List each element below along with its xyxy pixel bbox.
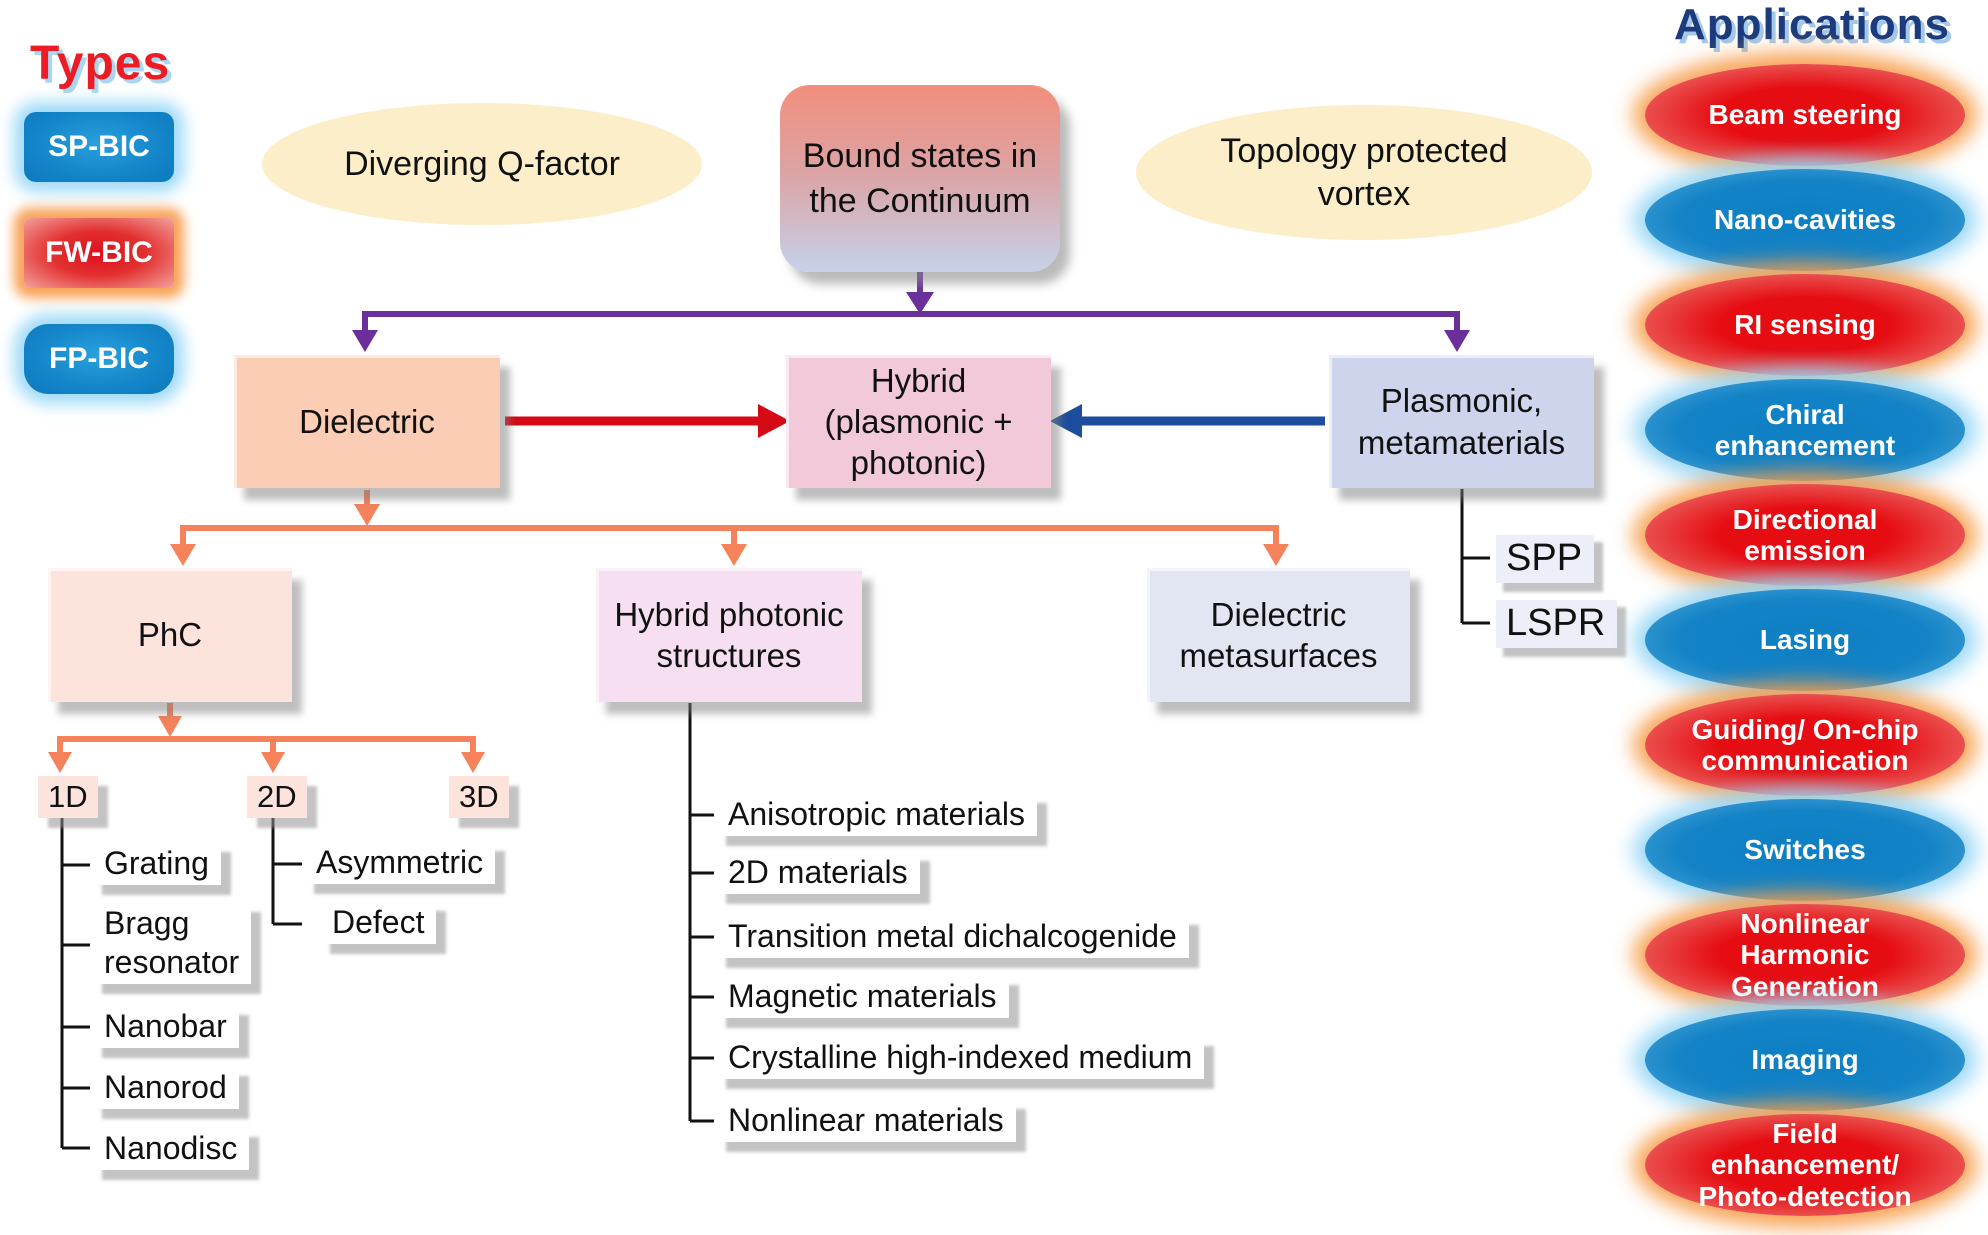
- app-guiding-on-chip: Guiding/ On-chip communication: [1645, 694, 1965, 796]
- tree-hps-lines: [688, 703, 714, 1123]
- item-spp: SPP: [1494, 533, 1595, 584]
- applications-title: Applications: [1673, 0, 1951, 49]
- red-arrow: [505, 404, 790, 438]
- dielectric-metasurfaces-box: Dielectric metasurfaces: [1147, 568, 1410, 702]
- app-nano-cavities: Nano-cavities: [1645, 169, 1965, 271]
- tree-1d-lines: [60, 818, 90, 1150]
- branch-3d: 3D: [449, 776, 509, 818]
- badge-fw-bic: FW-BIC: [24, 218, 174, 288]
- app-beam-steering: Beam steering: [1645, 64, 1965, 166]
- bound-states-continuum-box: Bound states in the Continuum: [780, 85, 1060, 272]
- orange-connector: [170, 490, 1289, 566]
- app-directional-emission: Directional emission: [1645, 484, 1965, 586]
- types-title: Types: [30, 37, 171, 90]
- item-nanobar: Nanobar: [92, 1005, 239, 1049]
- badge-fp-bic: FP-BIC: [24, 324, 174, 394]
- badge-sp-bic: SP-BIC: [24, 112, 174, 182]
- app-imaging: Imaging: [1645, 1009, 1965, 1111]
- branch-1d: 1D: [38, 776, 98, 818]
- tree-2d-lines: [271, 818, 302, 926]
- dielectric-box: Dielectric: [234, 355, 500, 488]
- app-nonlinear-harmonic-generation: Nonlinear Harmonic Generation: [1645, 904, 1965, 1006]
- hybrid-box: Hybrid (plasmonic + photonic): [786, 355, 1051, 488]
- hybrid-photonic-structures-box: Hybrid photonic structures: [596, 568, 862, 702]
- tree-plasmonic-lines: [1460, 489, 1490, 625]
- app-lasing: Lasing: [1645, 589, 1965, 691]
- app-ri-sensing: RI sensing: [1645, 274, 1965, 376]
- purple-connector: [352, 270, 1470, 352]
- item-transition-metal-dichalcogenide: Transition metal dichalcogenide: [716, 915, 1189, 959]
- item-nanorod: Nanorod: [92, 1066, 239, 1110]
- item-asymmetric: Asymmetric: [304, 841, 496, 885]
- plasmonic-metamaterials-box: Plasmonic, metamaterials: [1329, 355, 1594, 488]
- item-nonlinear-materials: Nonlinear materials: [716, 1099, 1016, 1143]
- app-chiral-enhancement: Chiral enhancement: [1645, 379, 1965, 481]
- phc-box: PhC: [48, 568, 292, 702]
- item-magnetic-materials: Magnetic materials: [716, 975, 1009, 1019]
- item-defect: Defect: [320, 901, 437, 945]
- item-bragg-resonator: Bragg resonator: [92, 902, 252, 985]
- diverging-q-factor-ellipse: Diverging Q-factor: [262, 103, 702, 225]
- phc-connector: [48, 703, 485, 773]
- topology-protected-vortex-ellipse: Topology protected vortex: [1136, 105, 1592, 240]
- item-lspr: LSPR: [1494, 598, 1618, 649]
- blue-arrow: [1050, 404, 1325, 438]
- item-anisotropic-materials: Anisotropic materials: [716, 793, 1037, 837]
- item-nanodisc: Nanodisc: [92, 1127, 250, 1171]
- item-2d-materials: 2D materials: [716, 851, 920, 895]
- branch-2d: 2D: [247, 776, 307, 818]
- item-crystalline-high-indexed-medium: Crystalline high-indexed medium: [716, 1036, 1205, 1080]
- item-grating: Grating: [92, 842, 221, 886]
- app-switches: Switches: [1645, 799, 1965, 901]
- app-field-enhancement-photo-detection: Field enhancement/ Photo-detection: [1645, 1114, 1965, 1216]
